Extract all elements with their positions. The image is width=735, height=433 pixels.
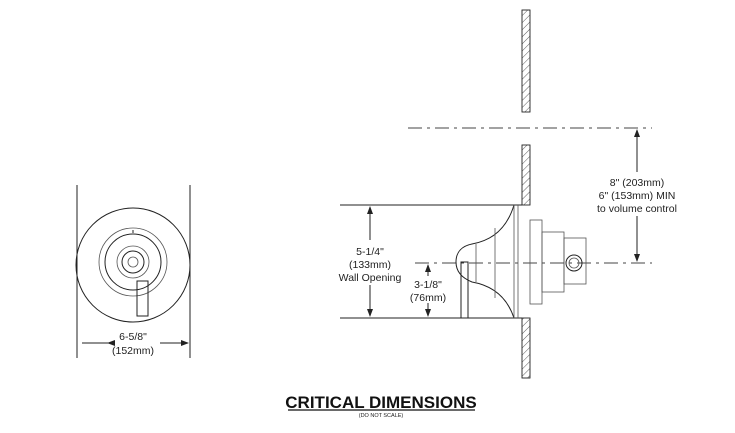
valve-port-housing bbox=[563, 237, 587, 285]
width-mm-label: (152mm) bbox=[112, 345, 154, 357]
height-line1: 8" (203mm) bbox=[610, 177, 665, 189]
trim-plate-outline bbox=[75, 207, 191, 323]
projection-inch: 3-1/8" bbox=[414, 279, 442, 291]
handle-hub bbox=[121, 250, 145, 274]
drawing-subtitle: (DO NOT SCALE) bbox=[359, 413, 404, 419]
handle-hub-outer bbox=[116, 245, 150, 279]
trim-ring bbox=[104, 233, 162, 291]
trim-ring-outer bbox=[98, 227, 168, 297]
wall-section-bottom bbox=[521, 317, 531, 379]
valve-body bbox=[541, 231, 565, 293]
lever-handle bbox=[136, 280, 149, 317]
valve-port-inner bbox=[568, 257, 580, 269]
height-line3: to volume control bbox=[597, 203, 677, 215]
wall-section-top bbox=[521, 9, 531, 113]
height-line2: 6" (153mm) MIN bbox=[599, 190, 676, 202]
front-view: 6-5/8" (152mm) bbox=[75, 185, 191, 358]
width-inch-label: 6-5/8" bbox=[119, 331, 147, 343]
drawing-title: CRITICAL DIMENSIONS bbox=[285, 393, 476, 412]
wall-opening-label: Wall Opening bbox=[339, 272, 402, 284]
wall-section-middle bbox=[521, 144, 531, 206]
trim-escutcheon-profile bbox=[455, 204, 515, 319]
projection-mm: (76mm) bbox=[410, 292, 446, 304]
wall-opening-mm: (133mm) bbox=[349, 259, 391, 271]
lever-handle-side bbox=[460, 261, 469, 319]
valve-port bbox=[565, 254, 583, 272]
handle-center bbox=[127, 256, 139, 268]
wall-opening-inch: 5-1/4" bbox=[356, 246, 384, 258]
valve-body-plate bbox=[529, 219, 543, 305]
side-view: 5-1/4" (133mm) Wall Opening 3-1/8" (76mm… bbox=[339, 9, 677, 379]
